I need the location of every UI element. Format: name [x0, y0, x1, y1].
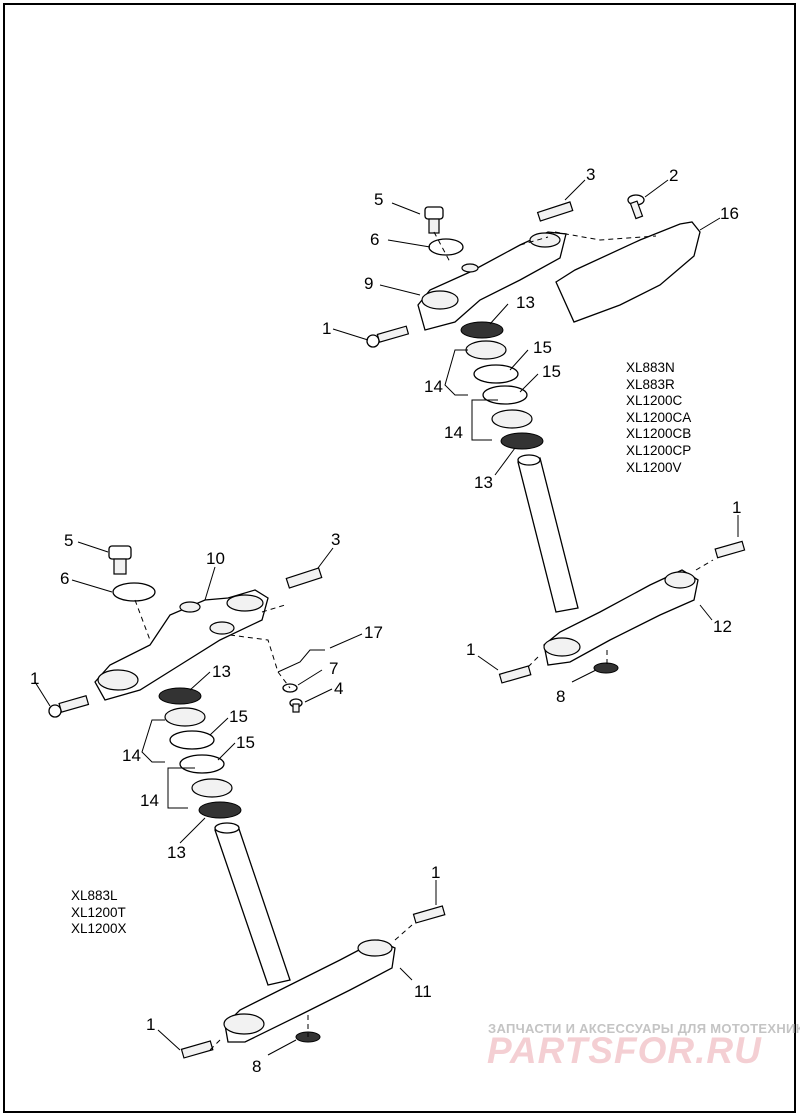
part-11-lower-bracket: [224, 939, 396, 1043]
callout-3-top: 3: [586, 165, 595, 184]
callout-14-bottom-upper: 14: [122, 746, 141, 765]
callout-3-bottom: 3: [331, 530, 340, 549]
callout-14-bottom-lower: 14: [140, 791, 159, 810]
part-16-cover: [555, 221, 701, 323]
callout-8-top: 8: [556, 687, 565, 706]
model-label: XL1200X: [71, 921, 127, 937]
model-label: XL1200C: [626, 393, 683, 409]
callout-15-top-upper: 15: [533, 338, 552, 357]
part-6-washer-b: [112, 582, 156, 602]
stem-b: [214, 825, 291, 986]
callout-13-bottom-upper: 13: [212, 662, 231, 681]
top-assembly: [332, 179, 746, 684]
model-list-bottom: XL883L XL1200T XL1200X: [71, 888, 127, 938]
callout-13-top-upper: 13: [516, 293, 535, 312]
part-12-lower-bracket: [543, 569, 699, 666]
model-label: XL1200CA: [626, 409, 692, 425]
model-label: XL1200T: [71, 904, 126, 920]
part-6-washer: [428, 238, 464, 256]
part-15-race-lower: [482, 385, 528, 405]
callout-6-bottom: 6: [60, 569, 69, 588]
callout-13-top-lower: 13: [474, 473, 493, 492]
watermark-brand: PARTSFOR.RU: [487, 1030, 762, 1071]
part-14-bearing-upper-b: [164, 707, 206, 727]
part-15-race-upper: [473, 364, 519, 384]
part-3-bolt: [536, 201, 574, 222]
callout-1-top-left: 1: [322, 319, 331, 338]
model-list-top: XL883N XL883R XL1200C XL1200CA XL1200CB …: [626, 360, 691, 476]
callout-15-top-lower: 15: [542, 362, 561, 381]
part-13-seal-lower: [500, 432, 544, 450]
part-17-bracket: [277, 649, 325, 673]
callout-15-bottom-lower: 15: [236, 733, 255, 752]
part-13-seal-upper: [460, 321, 504, 339]
part-1-bolt-lower: [498, 665, 532, 684]
model-label: XL883L: [71, 888, 118, 903]
model-label: XL1200CP: [626, 442, 692, 458]
part-5-bolt-b: [108, 545, 132, 575]
callout-17-bottom: 17: [364, 623, 383, 642]
part-14-bearing-upper: [465, 340, 507, 360]
callout-10-bottom: 10: [206, 549, 225, 568]
model-label: XL1200V: [626, 459, 682, 475]
callout-15-bottom-upper: 15: [229, 707, 248, 726]
diagram-frame: [3, 3, 796, 1113]
model-label: XL883N: [626, 360, 675, 375]
callout-13-bottom-lower: 13: [167, 843, 186, 862]
part-1-bolt-lower-b: [180, 1040, 214, 1059]
callout-14-top-lower: 14: [444, 423, 463, 442]
part-5-bolt: [424, 206, 444, 234]
callout-7-bottom: 7: [329, 659, 338, 678]
part-15-race-upper-b: [169, 730, 215, 750]
callout-1-bottom-right: 1: [431, 863, 440, 882]
callout-1-bottom-left: 1: [30, 669, 39, 688]
stem: [517, 457, 579, 613]
callout-5-top: 5: [374, 190, 383, 209]
part-2-screw: [627, 194, 645, 220]
part-13-seal-upper-b: [158, 687, 202, 705]
callout-16-top: 16: [720, 204, 739, 223]
callout-2-top: 2: [669, 166, 678, 185]
model-label: XL883R: [626, 376, 675, 392]
part-4-screw: [289, 698, 303, 713]
callout-12-top: 12: [713, 617, 732, 636]
part-14-bearing-lower-b: [191, 778, 233, 798]
callout-6-top: 6: [370, 230, 379, 249]
callout-1-bottom-lower: 1: [146, 1015, 155, 1034]
callout-8-bottom: 8: [252, 1057, 261, 1076]
model-label: XL1200CB: [626, 426, 692, 442]
part-15-race-lower-b: [179, 754, 225, 774]
part-1-bolt-right-b: [412, 905, 446, 924]
part-1-bolt-right: [714, 540, 746, 559]
callout-4-bottom: 4: [334, 679, 343, 698]
watermark-tagline: ЗАПЧАСТИ И АКСЕССУАРЫ ДЛЯ МОТОТЕХНИКИ: [488, 1021, 800, 1036]
callout-9-top: 9: [364, 274, 373, 293]
callout-11-bottom: 11: [414, 982, 432, 1001]
callout-14-top-upper: 14: [424, 377, 443, 396]
bottom-assembly: [34, 541, 446, 1059]
part-10-upper-bracket: [94, 589, 269, 701]
callout-1-top-right: 1: [732, 498, 741, 517]
part-8-washer: [593, 662, 619, 674]
part-14-bearing-lower: [491, 409, 533, 429]
part-13-seal-lower-b: [198, 801, 242, 819]
part-1-bolt-b: [48, 695, 90, 718]
part-1-bolt: [366, 325, 410, 348]
part-3-bolt-b: [285, 567, 323, 589]
callout-1-top-lower: 1: [466, 640, 475, 659]
callout-5-bottom: 5: [64, 531, 73, 550]
